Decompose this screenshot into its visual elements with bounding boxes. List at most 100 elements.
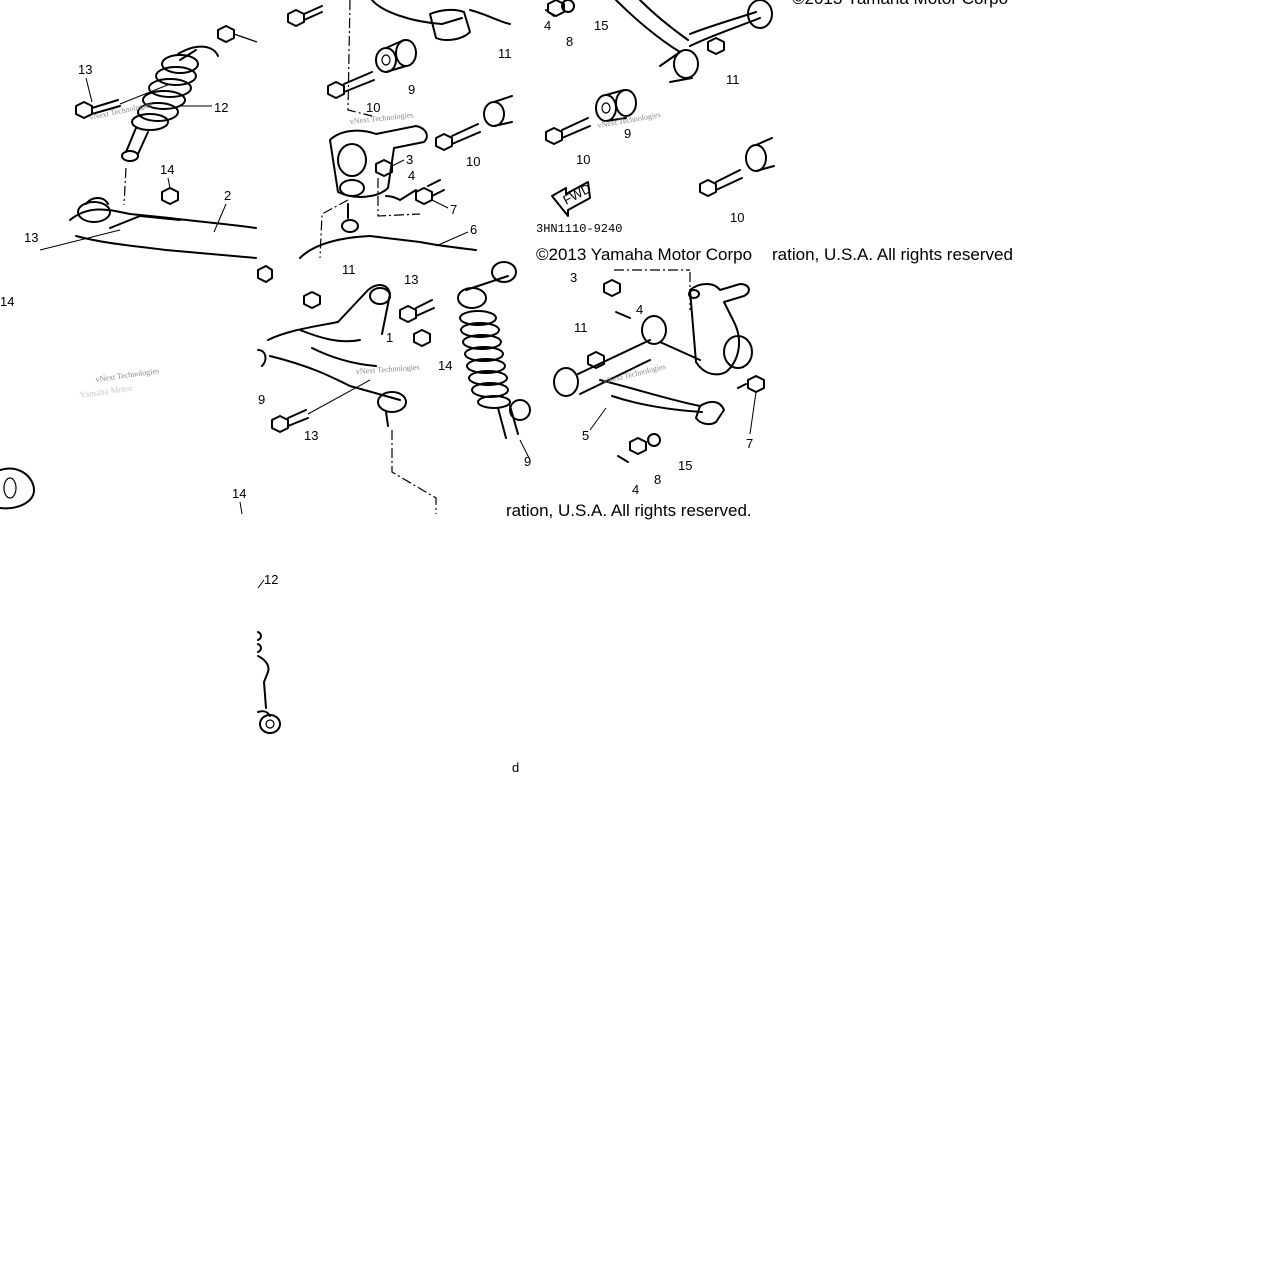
washer-15 — [561, 0, 575, 13]
shock-absorber-partial-f — [257, 631, 281, 734]
copyright-mid-a: ©2013 Yamaha Motor Corpo — [536, 245, 752, 264]
nut-11-e — [303, 291, 321, 309]
tile-e: 11 13 1 14 9 13 9 3 4 11 5 7 8 15 4 vNex… — [257, 261, 765, 520]
tile-a: 13 12 14 2 13 vNext Technologies — [24, 25, 258, 259]
watermark-e1: vNext Technologies — [356, 363, 420, 376]
callout-13b: 13 — [24, 230, 38, 245]
callout-10d: 10 — [730, 210, 744, 225]
watermark-d: vNext Technologies — [95, 366, 160, 384]
callout-12f: 12 — [264, 572, 278, 587]
tile-d: 14 vNext Technologies Yamaha Motor — [0, 294, 160, 510]
callout-8c: 8 — [566, 34, 573, 49]
upper-arm-6 — [299, 235, 477, 259]
nut-3 — [375, 159, 393, 177]
bushing-c2 — [745, 137, 775, 172]
callout-13: 13 — [78, 62, 92, 77]
callout-7e: 7 — [746, 436, 753, 451]
bolt-13-upper — [75, 83, 171, 119]
copyright-mid-b: ration, U.S.A. All rights reserved — [772, 245, 1013, 264]
bolt-10-b1 — [327, 71, 375, 99]
callout-11e2: 11 — [574, 320, 588, 335]
callout-10c: 10 — [576, 152, 590, 167]
callout-15c: 15 — [594, 18, 608, 33]
callout-11e: 11 — [342, 262, 356, 277]
callout-1: 1 — [386, 330, 393, 345]
upper-arm-c — [615, 0, 773, 83]
tile-b: 10 9 11 10 3 4 7 6 vNext Technologies — [287, 0, 513, 259]
bolt-13-e2 — [271, 379, 371, 433]
callout-15e: 15 — [678, 458, 692, 473]
watermark-d-faint: Yamaha Motor — [79, 383, 134, 400]
bolt-10-b2 — [435, 123, 481, 151]
nut-3-e — [603, 279, 621, 297]
callout-14f: 14 — [232, 486, 246, 501]
cotter-pin-4-e2 — [617, 455, 629, 463]
nut-14-lower — [161, 187, 179, 205]
callout-7: 7 — [450, 202, 457, 217]
bushing-9c — [595, 89, 637, 122]
nut-14-top — [217, 25, 258, 43]
callout-3: 3 — [406, 152, 413, 167]
bolt-10-c2 — [699, 169, 743, 197]
steering-knuckle-b — [319, 125, 428, 259]
bushing-partial-d — [0, 467, 35, 510]
copyright-top-right: ©2013 Yamaha Motor Corpo — [792, 0, 1008, 8]
callout-8e: 8 — [654, 472, 661, 487]
nut-11-c — [707, 37, 725, 55]
nut-11-e2 — [587, 351, 605, 369]
callout-9e2: 9 — [524, 454, 531, 469]
tile-c: FWD 3HN1110-9240 4 8 15 11 10 9 10 vNext… — [536, 0, 1008, 236]
part-code: 3HN1110-9240 — [536, 222, 622, 236]
fwd-label: FWD — [560, 181, 593, 208]
bolt-13-e — [399, 299, 435, 323]
callout-9c: 9 — [624, 126, 631, 141]
callout-14d: 14 — [0, 294, 14, 309]
bolt-7-b — [415, 179, 445, 205]
nut-8-e — [629, 437, 647, 455]
washer-15-e — [647, 433, 661, 447]
callout-2: 2 — [224, 188, 231, 203]
callout-14e: 14 — [438, 358, 452, 373]
callout-6: 6 — [470, 222, 477, 237]
tile-f: 14 12 d — [232, 486, 519, 775]
callout-4e: 4 — [636, 302, 643, 317]
lower-arm-2 — [39, 197, 257, 259]
callout-5: 5 — [582, 428, 589, 443]
callout-4: 4 — [408, 168, 415, 183]
bolt-10-c1 — [545, 117, 591, 145]
callout-10: 10 — [366, 100, 380, 115]
cotter-pin-4-e — [615, 311, 631, 319]
fwd-arrow: FWD — [551, 181, 594, 217]
copyright-low: ration, U.S.A. All rights reserved. — [506, 501, 752, 520]
nut-e1 — [257, 265, 273, 283]
upper-a-arm-5 — [553, 315, 703, 413]
callout-13e2: 13 — [304, 428, 318, 443]
bolt-7-e — [737, 375, 765, 393]
callout-9e: 9 — [258, 392, 265, 407]
cotter-pin-4 — [385, 189, 417, 201]
steering-knuckle-e — [614, 269, 753, 426]
callout-4c: 4 — [544, 18, 551, 33]
stray-glyph: d — [512, 760, 519, 775]
callout-10b: 10 — [466, 154, 480, 169]
nut-8 — [547, 0, 565, 17]
callout-12: 12 — [214, 100, 228, 115]
callout-4e2: 4 — [632, 482, 639, 497]
shock-absorber-center — [457, 261, 531, 461]
arm-end-upper — [429, 8, 471, 41]
callout-11: 11 — [498, 46, 512, 61]
bushing-b2 — [483, 95, 513, 127]
callout-11c: 11 — [726, 72, 740, 87]
bolt-13-top — [287, 5, 323, 27]
lower-arm-1 — [257, 284, 437, 514]
watermark-e2: vNext Technologies — [602, 362, 666, 386]
callout-13e: 13 — [404, 272, 418, 287]
nut-14-e — [413, 329, 431, 347]
callout-14: 14 — [160, 162, 174, 177]
bushing-9 — [375, 39, 417, 73]
shock-absorber-left — [121, 45, 219, 206]
callout-9: 9 — [408, 82, 415, 97]
callout-3e: 3 — [570, 270, 577, 285]
